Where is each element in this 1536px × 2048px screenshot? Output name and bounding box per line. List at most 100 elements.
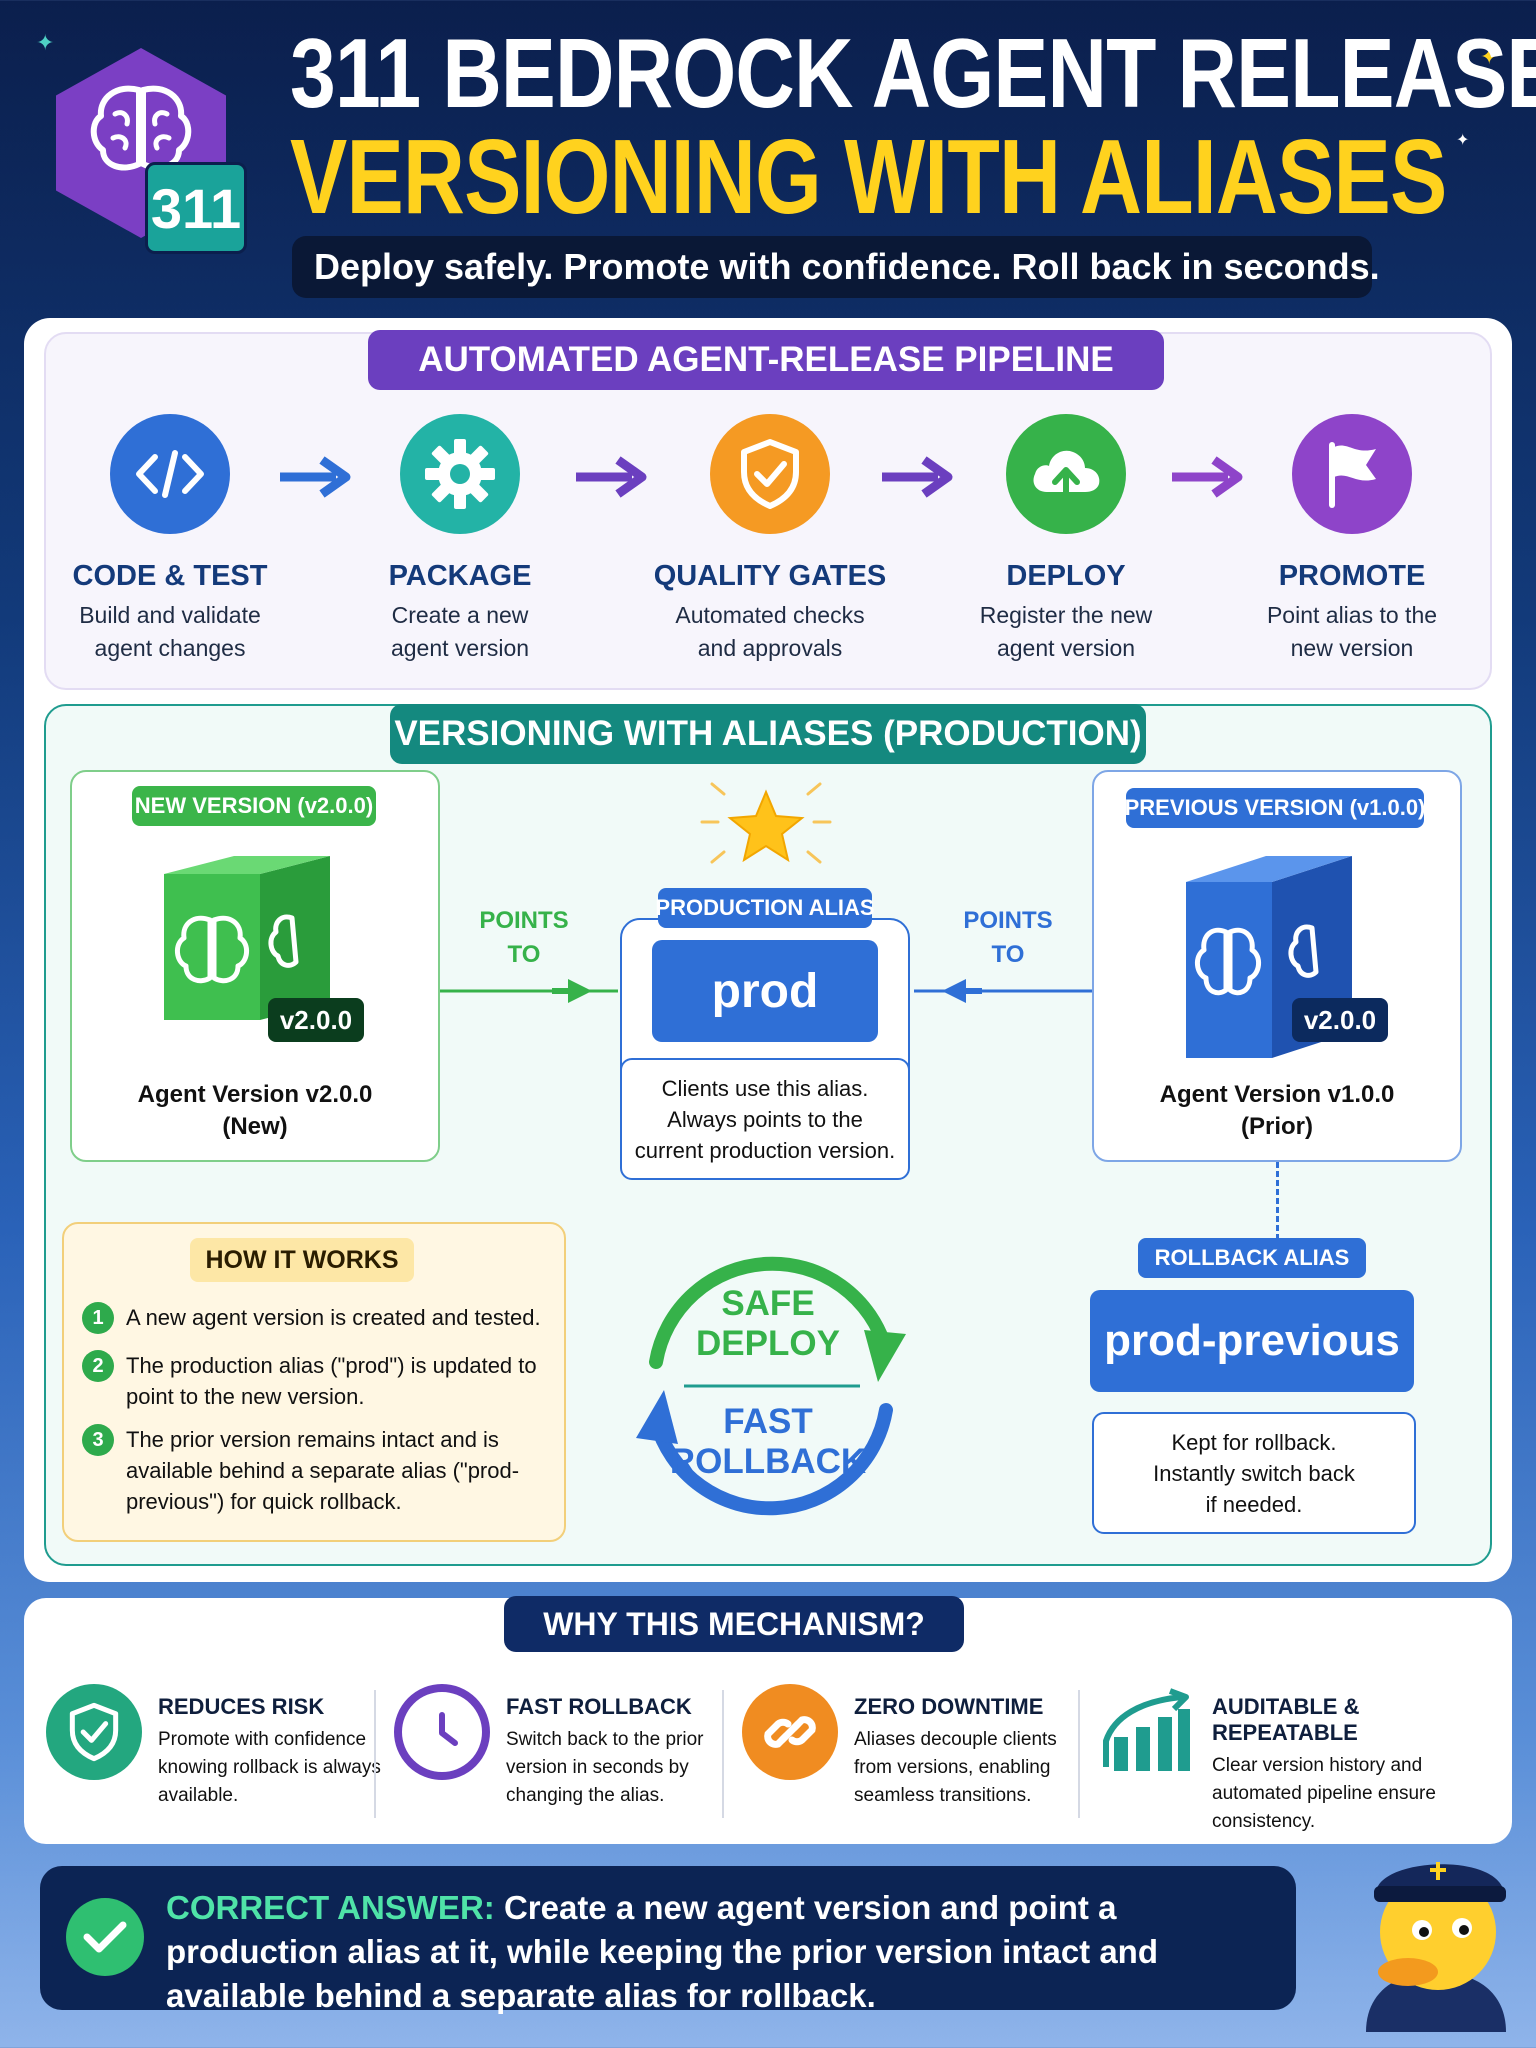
- sparkle-decoration: ✦: [36, 30, 55, 55]
- dashed-connector: [1276, 1162, 1279, 1240]
- cycle-label: SAFE: [721, 1284, 815, 1323]
- code-icon: [110, 414, 230, 534]
- how-it-works-text: A new agent version is created and teste…: [126, 1305, 541, 1330]
- cycle-label: DEPLOY: [696, 1324, 840, 1363]
- pipeline-title: AUTOMATED AGENT-RELEASE PIPELINE: [368, 330, 1164, 390]
- arrow-right-icon: [572, 452, 652, 507]
- new-version-tag: NEW VERSION (v2.0.0): [132, 786, 376, 826]
- step-desc-line2: and approvals: [697, 635, 843, 661]
- step-desc-line1: Automated checks: [675, 602, 865, 628]
- correct-answer-label: CORRECT ANSWER:: [166, 1889, 495, 1926]
- why-item-reduces-risk: REDUCES RISK Promote with confidence kno…: [46, 1684, 386, 1810]
- production-alias-name: prod: [652, 940, 878, 1042]
- step-desc-line2: agent version: [390, 635, 530, 661]
- desc-line: Clients use this alias.: [661, 1075, 869, 1101]
- why-item-title: AUDITABLE & REPEATABLE: [1212, 1694, 1360, 1745]
- rollback-alias-desc: Kept for rollback. Instantly switch back…: [1092, 1412, 1416, 1534]
- why-item-fast-rollback: FAST ROLLBACK Switch back to the prior v…: [394, 1684, 734, 1810]
- arrow-left-icon: [912, 976, 1094, 1011]
- desc-line: current production version.: [634, 1137, 896, 1163]
- step-desc-line1: Create a new: [391, 602, 529, 628]
- desc-line: Always points to the: [667, 1106, 863, 1132]
- how-it-works-text: The prior version remains intact and is …: [126, 1427, 520, 1514]
- previous-version-label: v2.0.0: [1292, 998, 1388, 1042]
- duck-mascot-icon: [1346, 1822, 1526, 2047]
- how-it-works-item: 3 The prior version remains intact and i…: [82, 1424, 552, 1517]
- sparkle-decoration: ✦: [1456, 132, 1470, 149]
- points-to-label-right: POINTS TO: [950, 904, 1066, 972]
- rollback-alias-name: prod-previous: [1090, 1290, 1414, 1392]
- why-item-title: ZERO DOWNTIME: [854, 1694, 1044, 1719]
- cycle-fast-rollback: FAST ROLLBACK: [648, 1402, 888, 1482]
- desc-line: if needed.: [1205, 1491, 1303, 1517]
- page-title-line1: 311 BEDROCK AGENT RELEASE: [290, 18, 1536, 128]
- step-desc-line2: new version: [1290, 635, 1414, 661]
- divider: [1078, 1690, 1080, 1818]
- step-title: PACKAGE: [388, 560, 532, 592]
- new-version-name: Agent Version v2.0.0: [137, 1081, 373, 1108]
- production-alias-desc: Clients use this alias. Always points to…: [620, 1058, 910, 1180]
- pipeline-step-package: PACKAGE Create a new agent version: [330, 414, 590, 665]
- correct-answer-body: Create a new agent version and point a p…: [166, 1889, 1158, 2014]
- points-to-label-left: POINTS TO: [466, 904, 582, 972]
- why-item-title: REDUCES RISK: [158, 1694, 325, 1719]
- step-desc-line2: agent version: [996, 635, 1136, 661]
- step-number: 2: [82, 1350, 114, 1382]
- previous-version-name: Agent Version v1.0.0: [1159, 1081, 1395, 1108]
- desc-line: Instantly switch back: [1153, 1460, 1355, 1486]
- link-icon: [742, 1684, 838, 1780]
- why-item-desc: Clear version history and automated pipe…: [1212, 1755, 1436, 1832]
- arrow-right-icon: [276, 452, 356, 507]
- desc-line: Kept for rollback.: [1171, 1429, 1337, 1455]
- shield-check-icon: [46, 1684, 142, 1780]
- pipeline-step-promote: PROMOTE Point alias to the new version: [1222, 414, 1482, 665]
- arrow-right-icon: [1168, 452, 1248, 507]
- pipeline-step-deploy: DEPLOY Register the new agent version: [936, 414, 1196, 665]
- cycle-label: ROLLBACK: [669, 1442, 867, 1481]
- page-subtitle: Deploy safely. Promote with confidence. …: [292, 236, 1380, 298]
- pipeline-step-code-test: CODE & TEST Build and validate agent cha…: [40, 414, 300, 665]
- step-desc-line1: Point alias to the: [1266, 602, 1438, 628]
- version-badge: 311: [145, 162, 247, 254]
- flag-icon: [1292, 414, 1412, 534]
- why-item-zero-downtime: ZERO DOWNTIME Aliases decouple clients f…: [742, 1684, 1082, 1810]
- points-to-line2: TO: [507, 941, 541, 968]
- divider: [374, 1690, 376, 1818]
- step-title: QUALITY GATES: [653, 560, 887, 592]
- sparkle-decoration: ✦: [1480, 44, 1499, 69]
- star-icon: [694, 778, 838, 879]
- shield-check-icon: [710, 414, 830, 534]
- points-to-line2: TO: [991, 941, 1025, 968]
- how-it-works-text: The production alias ("prod") is updated…: [126, 1353, 537, 1409]
- new-version-label: v2.0.0: [268, 998, 364, 1042]
- versioning-title: VERSIONING WITH ALIASES (PRODUCTION): [390, 704, 1146, 764]
- step-title: CODE & TEST: [72, 560, 268, 592]
- why-item-desc: Switch back to the prior version in seco…: [506, 1729, 704, 1806]
- how-it-works-item: 1 A new agent version is created and tes…: [82, 1302, 552, 1334]
- step-title: DEPLOY: [1006, 560, 1126, 592]
- cycle-label: FAST: [723, 1402, 813, 1441]
- rollback-alias-tag: ROLLBACK ALIAS: [1138, 1238, 1366, 1278]
- step-desc-line2: agent changes: [94, 635, 246, 661]
- step-number: 3: [82, 1424, 114, 1456]
- points-to-line1: POINTS: [963, 907, 1053, 934]
- correct-answer-bar: [40, 1866, 1296, 2010]
- why-item-desc: Aliases decouple clients from versions, …: [854, 1729, 1057, 1806]
- step-number: 1: [82, 1302, 114, 1334]
- cycle-arrows-icon: [616, 1232, 926, 1547]
- production-alias-tag: PRODUCTION ALIAS: [655, 888, 875, 928]
- previous-version-tag: PREVIOUS VERSION (v1.0.0): [1125, 788, 1425, 828]
- agent-cube-icon: [160, 852, 332, 1027]
- step-title: PROMOTE: [1278, 560, 1426, 592]
- gear-icon: [400, 414, 520, 534]
- points-to-line1: POINTS: [479, 907, 569, 934]
- pipeline-step-quality-gates: QUALITY GATES Automated checks and appro…: [640, 414, 900, 665]
- previous-version-status: (Prior): [1241, 1113, 1313, 1140]
- bar-chart-icon: [1100, 1684, 1196, 1780]
- divider: [722, 1690, 724, 1818]
- checkmark-icon: [66, 1898, 144, 1976]
- step-desc-line1: Register the new: [979, 602, 1153, 628]
- why-title: WHY THIS MECHANISM?: [504, 1596, 964, 1652]
- cloud-upload-icon: [1006, 414, 1126, 534]
- why-item-title: FAST ROLLBACK: [506, 1694, 692, 1719]
